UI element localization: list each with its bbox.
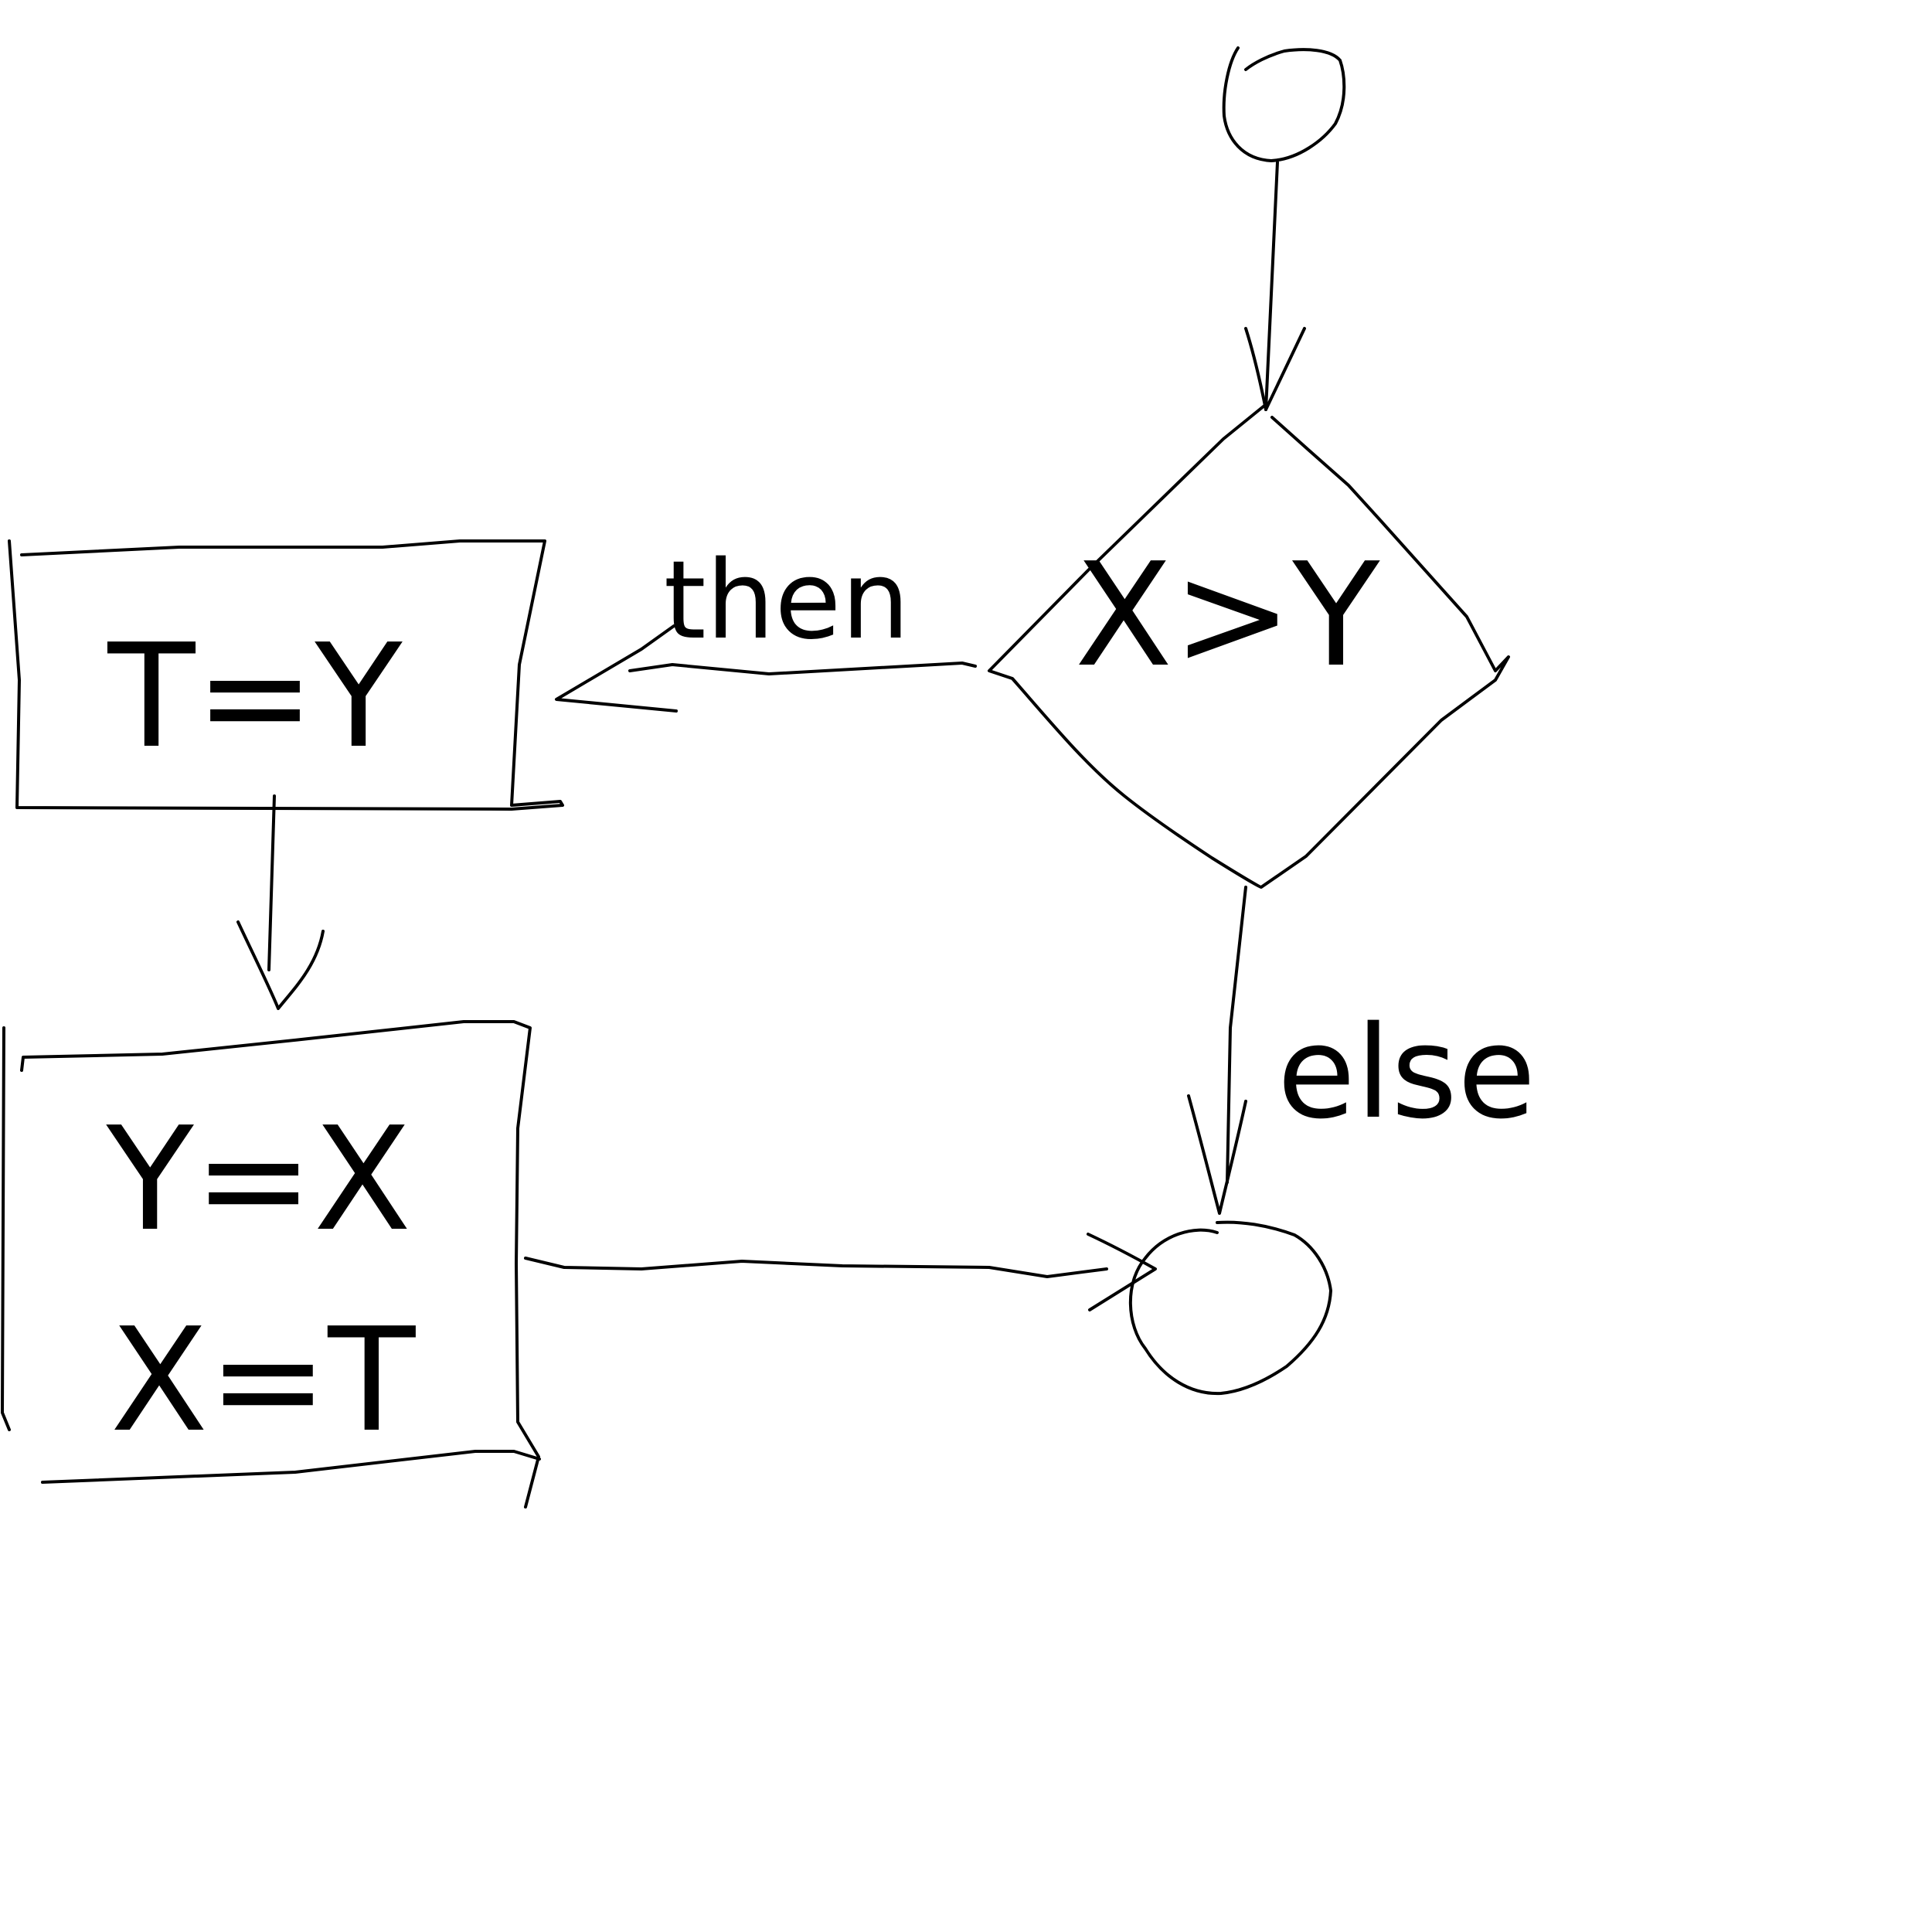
edge-decision-to-assign-t: then (555, 538, 977, 713)
edge-line (267, 794, 276, 971)
swap-box-bottom (41, 1450, 541, 1484)
start-node (1222, 46, 1346, 162)
edge-label-else: else (1277, 998, 1536, 1147)
edge-assign-t-to-swap (236, 794, 325, 1010)
arrowhead (236, 920, 325, 1010)
edge-line (1226, 886, 1247, 1184)
edge-swap-to-end (524, 1233, 1157, 1311)
swap-line-2: X=T (111, 1297, 417, 1464)
edge-line (1264, 161, 1279, 411)
swap-line-1: Y=X (106, 1096, 412, 1263)
decision-diamond (988, 404, 1510, 889)
assign-t-node: T=Y (8, 539, 564, 811)
edge-start-to-decision (1244, 161, 1306, 411)
arrowhead (1244, 327, 1306, 411)
end-node (1128, 1220, 1332, 1396)
decision-label: X>Y (1075, 532, 1381, 699)
swap-box (20, 1020, 540, 1509)
edge-label-then: then (664, 538, 910, 664)
decision-node: X>Y (988, 404, 1510, 889)
swap-node: Y=X X=T (1, 1020, 541, 1509)
edge-decision-to-end: else (1187, 886, 1536, 1215)
assign-t-box (8, 539, 564, 811)
arrowhead (555, 624, 678, 713)
assign-t-label: T=Y (107, 613, 403, 780)
edge-line (524, 1257, 1108, 1278)
arrowhead (1087, 1233, 1157, 1311)
swap-box-side (1, 1026, 11, 1431)
edge-line (628, 662, 977, 675)
arrowhead (1187, 1094, 1247, 1215)
